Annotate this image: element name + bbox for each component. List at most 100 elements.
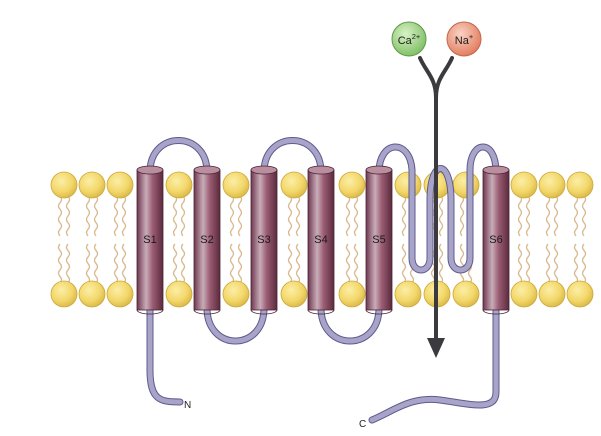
lipid-tail-bottom	[237, 243, 243, 284]
lipid-head-top	[280, 171, 308, 199]
lipid-tail-bottom	[65, 243, 71, 284]
lipid-tail-bottom	[345, 243, 351, 284]
lipid-tail-bottom	[545, 243, 551, 284]
segment-label: S2	[200, 234, 213, 246]
lipid-tail-top	[93, 195, 99, 237]
lipid-tail-bottom	[459, 243, 465, 284]
loop-s2-s3	[204, 305, 267, 344]
c-terminus-label: C	[359, 419, 366, 430]
lipid-head-top	[510, 171, 538, 199]
segment-cap-top	[250, 165, 278, 175]
lipid-head-bottom	[165, 280, 193, 308]
pore-loop-s5-s6	[376, 144, 499, 273]
lipid-head-bottom	[452, 280, 480, 308]
segment-s2: S2	[193, 165, 221, 315]
lipid-head-top	[452, 171, 480, 199]
lipid-tail-top	[345, 195, 351, 237]
ion-na: Na+	[446, 21, 482, 57]
lipid-tail-bottom	[438, 243, 444, 284]
segment-cap-bottom	[365, 309, 393, 315]
segment-cap-top	[365, 165, 393, 175]
lipid-tail-top	[459, 195, 465, 237]
segment-cap-bottom	[136, 309, 164, 315]
loop-s4-s5	[318, 305, 382, 344]
lipid-tail-top	[121, 195, 127, 237]
lipid-tail-bottom	[517, 243, 523, 284]
lipid-head-top	[222, 171, 250, 199]
lipid-head-top	[50, 171, 78, 199]
segment-cylinder	[482, 169, 510, 311]
lipid-tail-top	[573, 195, 579, 237]
lipid-tail-top	[295, 195, 301, 237]
lipid-head-top	[338, 171, 366, 199]
lipid-tail-bottom	[353, 243, 359, 284]
lipid-tail-top	[229, 195, 235, 237]
lipid-tail-bottom	[581, 243, 587, 284]
segment-cylinder	[193, 169, 221, 311]
lipid-head-bottom	[106, 280, 134, 308]
lipid-tail-bottom	[573, 243, 579, 284]
segment-cylinder	[250, 169, 278, 311]
lipid-tail-top	[353, 195, 359, 237]
segment-cap-top	[136, 165, 164, 175]
lipid-head-bottom	[338, 280, 366, 308]
lipid-tail-top	[113, 195, 119, 237]
segment-label: S5	[372, 234, 385, 246]
segment-cap-bottom	[307, 309, 335, 315]
lipid-head-top	[106, 171, 134, 199]
lipid-tail-top	[438, 195, 444, 237]
ion-ca-label: Ca2+	[398, 32, 421, 47]
protein-loops	[146, 137, 500, 424]
lipid-head-bottom	[538, 280, 566, 308]
lipid-head-bottom	[394, 280, 422, 308]
lipid-tail-top	[287, 195, 293, 237]
segment-s4: S4	[307, 165, 335, 315]
segment-cap-bottom	[482, 309, 510, 315]
lipid-tail-bottom	[57, 243, 63, 284]
lipid-head-bottom	[222, 280, 250, 308]
lipid-tail-bottom	[553, 243, 559, 284]
segment-label: S6	[489, 234, 502, 246]
segment-label: S4	[314, 234, 327, 246]
segment-s3: S3	[250, 165, 278, 315]
lipid-tail-top	[65, 195, 71, 237]
lipid-tail-bottom	[525, 243, 531, 284]
lipid-head-bottom	[50, 280, 78, 308]
segment-label: S1	[143, 234, 156, 246]
segment-s5: S5	[365, 165, 393, 315]
n-terminus-tail	[147, 305, 183, 405]
na-path	[434, 56, 454, 100]
lipid-tail-bottom	[93, 243, 99, 284]
ion-na-label: Na+	[455, 32, 474, 47]
c-terminus-tail	[369, 305, 499, 423]
lipid-tail-bottom	[121, 243, 127, 284]
ion-na-circle	[446, 21, 482, 57]
lipid-head-top	[394, 171, 422, 199]
segment-s6: S6	[482, 165, 510, 315]
lipid-tail-top	[180, 195, 186, 237]
transmembrane-segments: S1 S2 S3 S4 S5 S6	[136, 165, 510, 315]
segment-label: S3	[257, 234, 270, 246]
lipid-tail-bottom	[287, 243, 293, 284]
lipid-tail-bottom	[401, 243, 407, 284]
ion-ca: Ca2+	[391, 21, 427, 57]
lipid-tail-top	[525, 195, 531, 237]
lipid-head-bottom	[510, 280, 538, 308]
lipid-tail-top	[85, 195, 91, 237]
lipid-head-top	[78, 171, 106, 199]
lipid-tail-bottom	[85, 243, 91, 284]
arrow-head	[427, 338, 445, 358]
lipid-tail-top	[545, 195, 551, 237]
lipid-head-bottom	[566, 280, 594, 308]
lipid-tail-top	[581, 195, 587, 237]
lipid-head-bottom	[78, 280, 106, 308]
lipid-tail-top	[237, 195, 243, 237]
loop-s3-s4	[261, 138, 324, 175]
ion-flux-arrow	[418, 56, 454, 358]
segment-cap-top	[482, 165, 510, 175]
ion-ca-circle	[391, 21, 427, 57]
lipid-head-bottom	[280, 280, 308, 308]
segment-cap-top	[307, 165, 335, 175]
